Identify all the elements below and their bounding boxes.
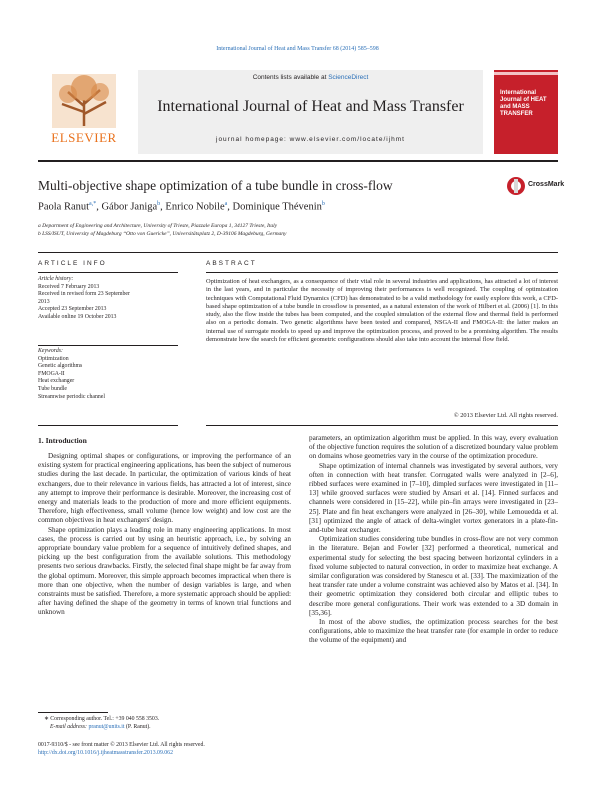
keywords-rule [38, 345, 178, 346]
author-list: Paola Ranuta,*, Gábor Janigab, Enrico No… [38, 201, 325, 213]
author-name[interactable]: Gábor Janiga [101, 201, 158, 213]
crossmark-label: CrossMark [528, 181, 565, 188]
email-suffix: (P. Ranut). [124, 724, 151, 730]
issn-line: 0017-9310/$ - see front matter © 2013 El… [38, 742, 205, 748]
contents-line: Contents lists available at ScienceDirec… [138, 74, 483, 81]
corresponding-author-note: ∗ Corresponding author. Tel.: +39 040 55… [44, 716, 160, 722]
crossmark-icon [507, 177, 525, 195]
journal-citation-line[interactable]: International Journal of Heat and Mass T… [216, 46, 379, 52]
header-rule [38, 160, 558, 162]
history-line: 2013 [38, 298, 50, 305]
author-sup[interactable]: b [321, 201, 325, 207]
article-info-rule [38, 272, 178, 273]
author-name[interactable]: Enrico Nobile [165, 201, 225, 213]
abstract-rule [206, 272, 558, 273]
keywords: Keywords: Optimization Genetic algorithm… [38, 348, 178, 401]
footnote-rule [38, 712, 108, 713]
cover-stripe [494, 72, 558, 75]
paragraph: Optimization studies considering tube bu… [309, 535, 558, 617]
journal-banner: Contents lists available at ScienceDirec… [138, 70, 483, 154]
paragraph: Designing optimal shapes or configuratio… [38, 452, 291, 525]
history-line: Accepted 23 September 2013 [38, 306, 107, 313]
history-label: Article history: [38, 276, 74, 282]
intro-column-1: Designing optimal shapes or configuratio… [38, 452, 291, 618]
article-history: Article history: Received 7 February 201… [38, 276, 178, 322]
publisher-logo-text: ELSEVIER [51, 130, 117, 145]
abstract-bottom-rule [206, 425, 558, 426]
intro-column-2: parameters, an optimization algorithm mu… [309, 434, 558, 646]
keyword: Tube bundle [38, 385, 67, 392]
email-note: E-mail address: pranut@units.it (P. Ranu… [50, 724, 300, 732]
keyword: Optimization [38, 355, 69, 362]
journal-header: ELSEVIER Contents lists available at Sci… [38, 70, 558, 158]
keyword: Streamwise periodic channel [38, 393, 105, 400]
author-name[interactable]: Paola Ranut [38, 201, 90, 213]
keyword: FMOGA-II [38, 370, 65, 377]
article-title: Multi-objective shape optimization of a … [38, 178, 393, 193]
email-label: E-mail address: [50, 724, 89, 730]
keywords-label: Keywords: [38, 348, 63, 354]
history-line: Available online 19 October 2013 [38, 313, 117, 320]
history-line: Received 7 February 2013 [38, 283, 100, 290]
info-bottom-rule [38, 425, 178, 426]
affiliation-b: b LSS/ISUT, University of Magdeburg “Ott… [38, 231, 287, 237]
author-sup[interactable]: a [224, 201, 228, 207]
paragraph: parameters, an optimization algorithm mu… [309, 434, 558, 461]
author-sup[interactable]: a,* [89, 201, 97, 207]
paragraph: In most of the above studies, the optimi… [309, 618, 558, 645]
journal-homepage[interactable]: journal homepage: www.elsevier.com/locat… [216, 136, 405, 143]
doi-link[interactable]: http://dx.doi.org/10.1016/j.ijheatmasstr… [38, 750, 173, 756]
journal-title: International Journal of Heat and Mass T… [157, 98, 464, 115]
author-name[interactable]: Dominique Thévenin [232, 201, 322, 213]
cover-title: International Journal of HEAT and MASS T… [500, 90, 547, 117]
article-info-heading: ARTICLE INFO [38, 260, 107, 267]
affiliation-a: a Department of Engineering and Architec… [38, 223, 278, 229]
keyword: Heat exchanger [38, 378, 75, 385]
section-heading-introduction: 1. Introduction [38, 436, 87, 445]
elsevier-tree-logo [38, 70, 130, 144]
journal-cover-thumbnail: International Journal of HEAT and MASS T… [494, 70, 558, 154]
contents-prefix: Contents lists available at [252, 74, 329, 81]
keyword: Genetic algorithms [38, 363, 83, 370]
history-line: Received in revised form 23 September [38, 291, 130, 298]
section-rule [38, 252, 558, 253]
crossmark-badge[interactable]: CrossMark [506, 176, 564, 196]
abstract-heading: ABSTRACT [206, 260, 257, 267]
paragraph: Shape optimization plays a leading role … [38, 525, 291, 617]
sciencedirect-link[interactable]: ScienceDirect [328, 74, 369, 81]
abstract-copyright: © 2013 Elsevier Ltd. All rights reserved… [453, 412, 558, 419]
author-sup[interactable]: b [157, 201, 161, 207]
abstract-text: Optimization of heat exchangers, as a co… [206, 278, 558, 344]
paragraph: Shape optimization of internal channels … [309, 461, 558, 535]
email-link[interactable]: pranut@units.it [88, 724, 125, 730]
